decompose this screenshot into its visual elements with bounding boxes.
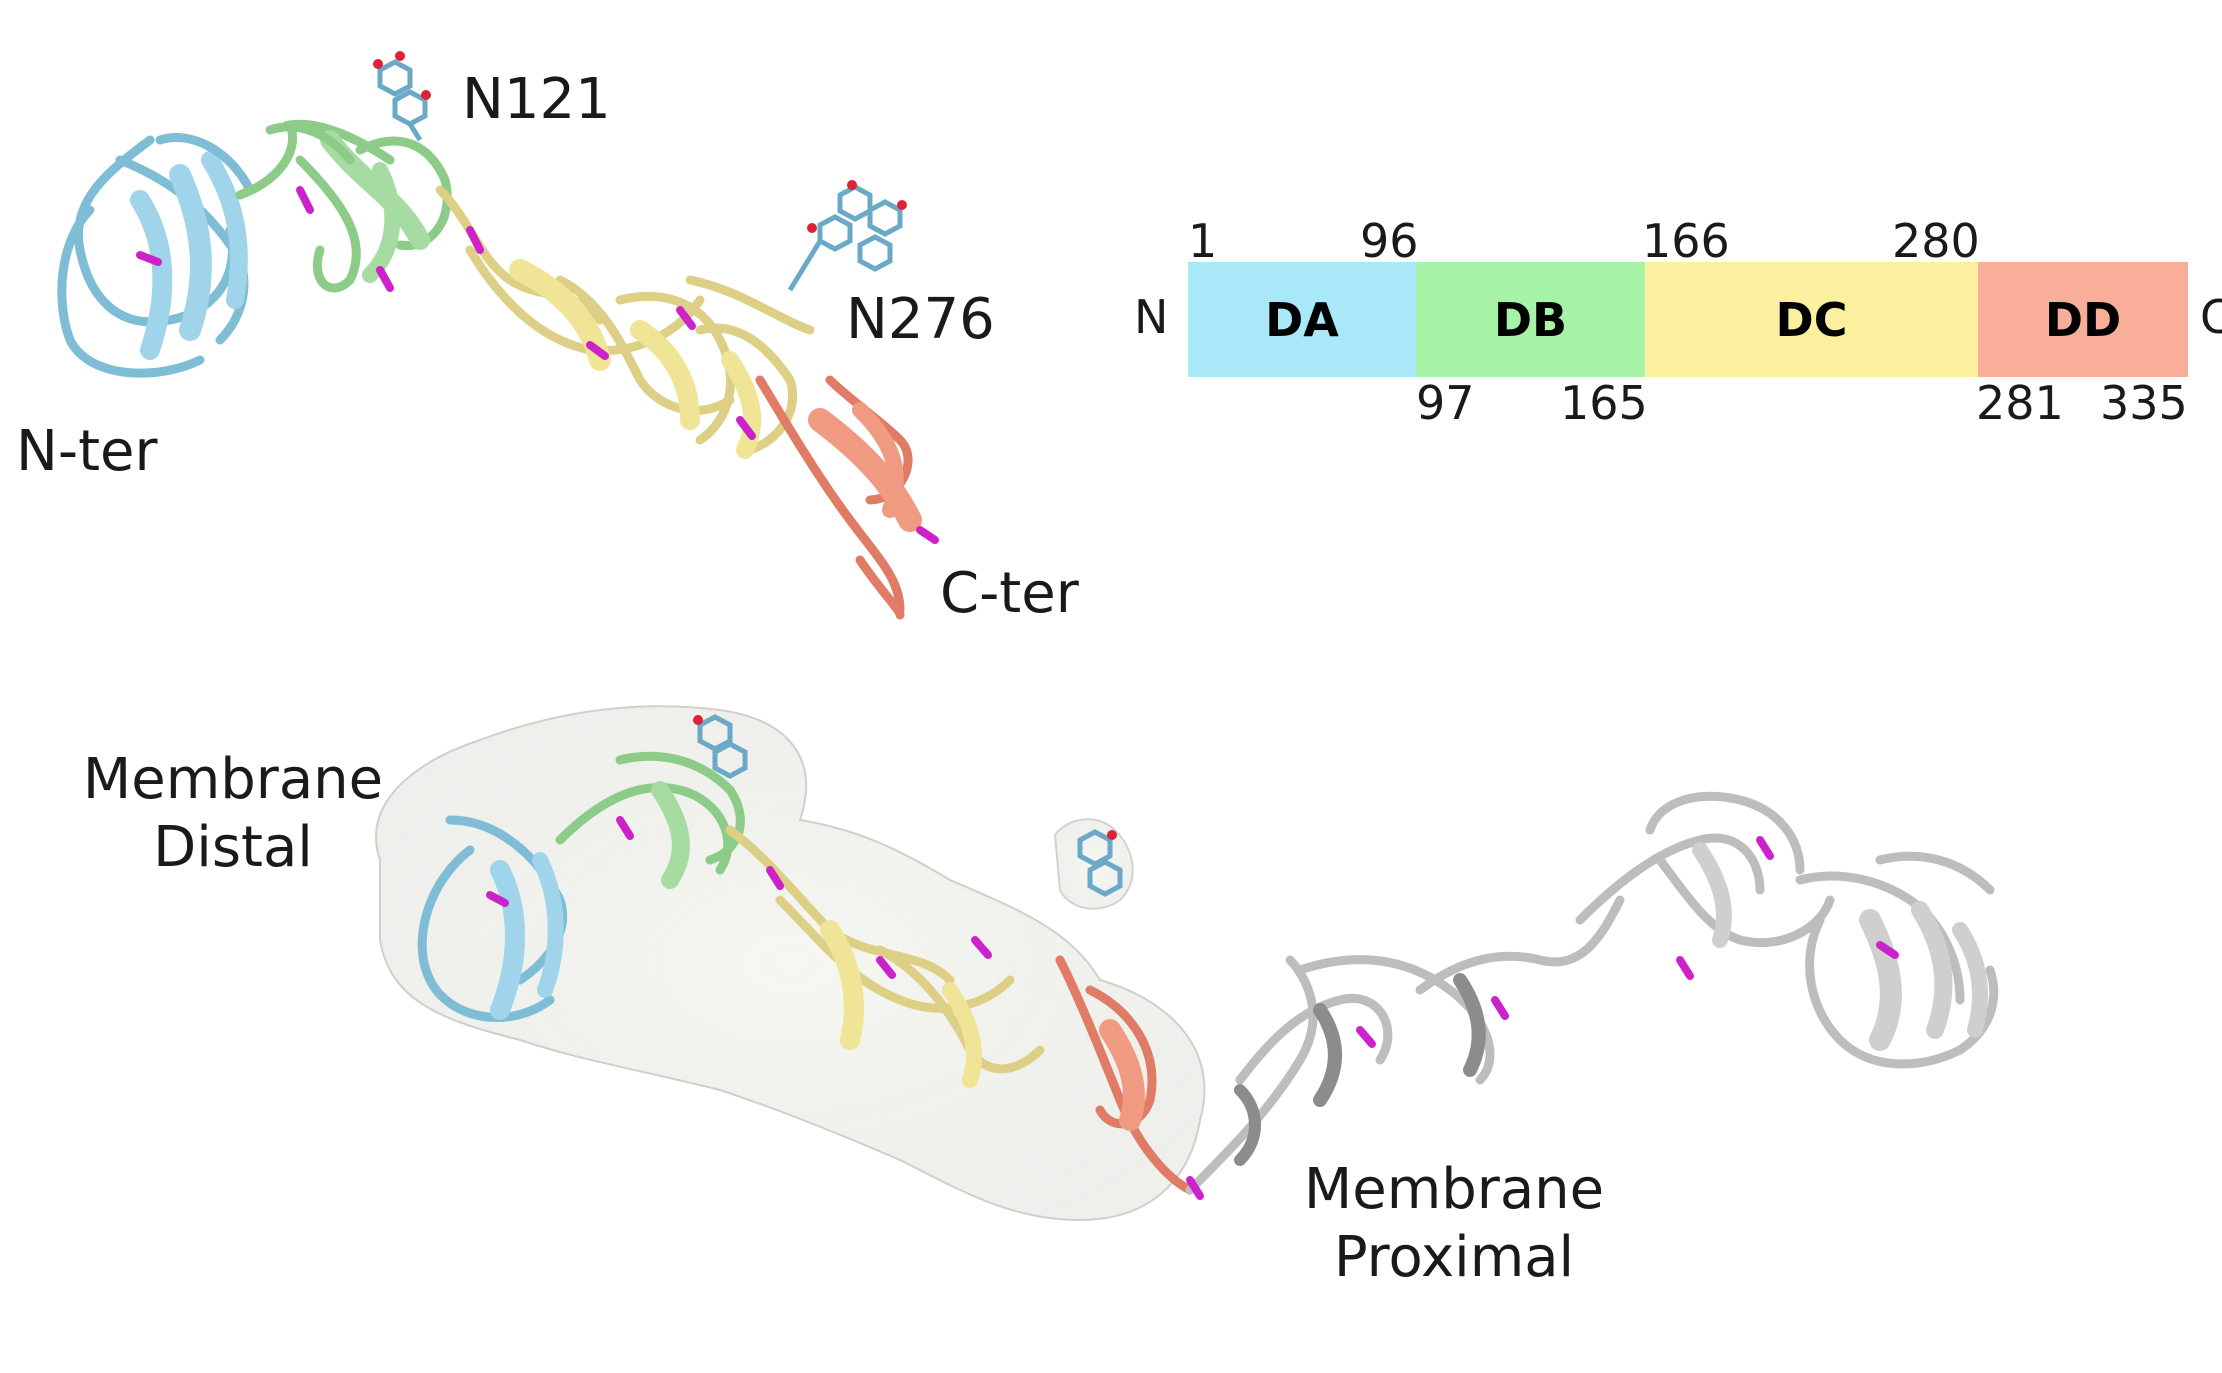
dimer-glycans — [693, 714, 1123, 897]
domain-name-db: DB — [1493, 292, 1568, 347]
disulfide-bonds — [136, 186, 939, 544]
glycan-label-n276: N276 — [846, 287, 995, 352]
dimer-domain-b — [555, 751, 745, 889]
domain-b-ribbon — [235, 119, 452, 293]
dc-end: 280 — [1892, 214, 1980, 268]
domain-segment-dc: DC — [1645, 262, 1978, 377]
glycan-n276 — [787, 180, 907, 292]
glycan-label-n121: N121 — [462, 67, 611, 132]
dimer-domain-c — [725, 825, 1045, 1088]
dimer-disulfides — [486, 816, 1899, 1200]
da-end: 96 — [1360, 214, 1419, 268]
glycan-n121 — [373, 51, 431, 142]
da-start: 1 — [1188, 214, 1218, 268]
n-terminus-label: N-ter — [16, 419, 158, 484]
domain-segment-dd: DD — [1978, 262, 2188, 377]
c-end-label: C — [2200, 290, 2222, 344]
membrane-distal-label: Membrane Distal — [78, 752, 388, 876]
domain-name-da: DA — [1265, 292, 1339, 347]
dd-start: 281 — [1976, 376, 2064, 430]
db-end: 165 — [1560, 376, 1648, 430]
dd-end: 335 — [2100, 376, 2188, 430]
domain-segment-db: DB — [1416, 262, 1645, 377]
membrane-distal-line2: Distal — [153, 815, 313, 880]
domain-c-ribbon — [435, 185, 815, 459]
dimer-surface — [375, 705, 1206, 1222]
dc-start: 166 — [1642, 214, 1730, 268]
n-end-label: N — [1134, 290, 1169, 344]
domain-name-dd: DD — [2044, 292, 2122, 347]
membrane-proximal-label: Membrane Proximal — [1298, 1162, 1610, 1286]
domain-d-ribbon — [755, 375, 922, 620]
membrane-distal-line1: Membrane — [82, 747, 384, 812]
domain-a-ribbon — [57, 132, 255, 378]
domain-segment-da: DA — [1188, 262, 1416, 377]
domain-name-dc: DC — [1775, 292, 1848, 347]
c-terminus-label: C-ter — [940, 561, 1079, 626]
dimer-domain-a — [417, 815, 568, 1022]
dimer-partner-ribbon — [1185, 791, 1999, 1195]
dimer-domain-d — [1055, 955, 1195, 1195]
membrane-proximal-line2: Proximal — [1333, 1225, 1575, 1290]
membrane-proximal-line1: Membrane — [1303, 1157, 1605, 1222]
db-start: 97 — [1416, 376, 1475, 430]
